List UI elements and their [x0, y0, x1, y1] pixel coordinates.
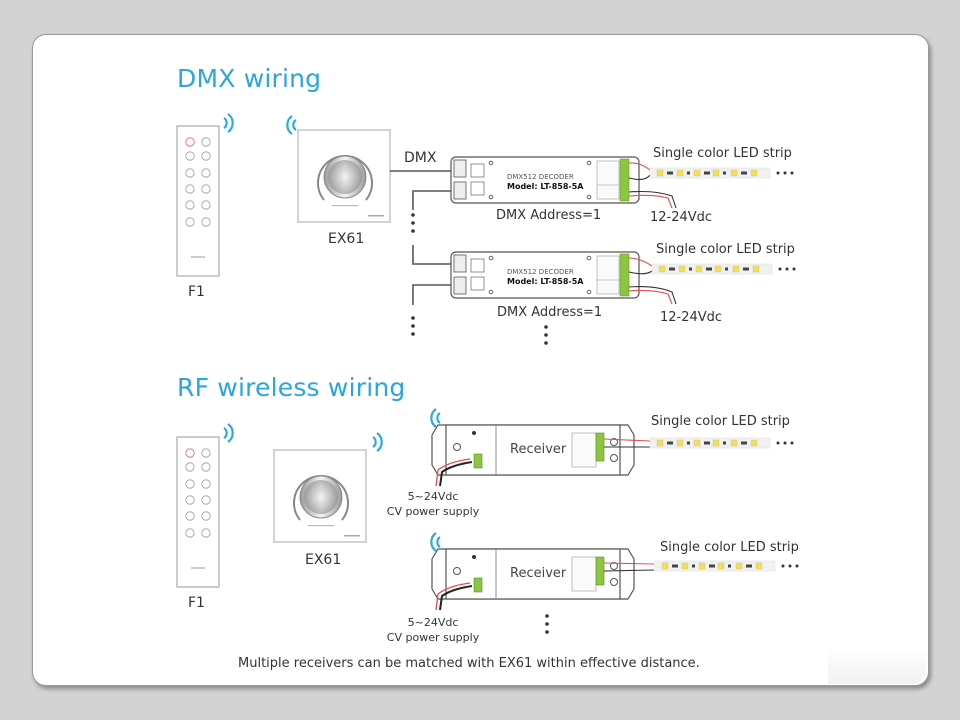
receiver-2-name: Receiver	[510, 566, 567, 581]
vertical-ellipsis-icon	[545, 614, 549, 634]
receiver-1-power-supply: CV power supply	[386, 505, 480, 518]
wireless-signal-icon	[430, 531, 442, 553]
receiver-2-power-voltage: 5~24Vdc	[407, 616, 459, 629]
receiver-1-output-wires	[603, 438, 651, 448]
f1-remote-rf	[176, 436, 220, 588]
f1-label-rf: F1	[188, 595, 205, 611]
strip-2-label: Single color LED strip	[656, 242, 795, 257]
receiver-2-power-supply: CV power supply	[386, 631, 480, 644]
decoder-2-address: DMX Address=1	[497, 305, 603, 320]
ex61-panel-dmx	[297, 129, 391, 223]
receiver-2-output-wires	[603, 562, 655, 572]
decoder-2-power: 12-24Vdc	[660, 310, 723, 325]
receiver-1-power-voltage: 5~24Vdc	[407, 490, 459, 503]
decoder-2-model: Model: LT-858-5A	[507, 277, 584, 286]
wireless-signal-icon	[286, 114, 298, 136]
decoder-2-output-wires	[628, 257, 677, 305]
decoder-1-output-wires	[628, 162, 677, 209]
wireless-signal-icon	[222, 422, 234, 444]
decoder-2-name: DMX512 DECODER	[507, 268, 574, 276]
receiver-1-power-wires	[435, 458, 473, 487]
ex61-label-dmx: EX61	[328, 231, 365, 247]
slide-corner-strip	[828, 648, 926, 684]
dmx-section-title: DMX wiring	[177, 64, 322, 93]
decoder-1-model: Model: LT-858-5A	[507, 182, 584, 191]
led-strip-1	[649, 167, 794, 179]
decoder-1-name: DMX512 DECODER	[507, 173, 574, 181]
dmx-bus-wires	[390, 170, 452, 305]
ex61-panel-rf	[273, 449, 367, 543]
strip-1-label: Single color LED strip	[653, 146, 792, 161]
receiver-1-name: Receiver	[510, 442, 567, 457]
decoder-1-power: 12-24Vdc	[650, 210, 713, 225]
wireless-signal-icon	[222, 112, 234, 134]
wireless-signal-icon	[430, 407, 442, 429]
rf-section-title: RF wireless wiring	[177, 373, 406, 402]
led-strip-3	[649, 437, 794, 449]
f1-label-dmx: F1	[188, 284, 205, 300]
vertical-ellipsis-icon	[544, 325, 548, 345]
footnote: Multiple receivers can be matched with E…	[238, 656, 700, 671]
strip-4-label: Single color LED strip	[660, 540, 799, 555]
wireless-signal-icon	[371, 431, 383, 453]
vertical-ellipsis-icon	[411, 213, 415, 233]
strip-3-label: Single color LED strip	[651, 414, 790, 429]
led-strip-2	[651, 263, 796, 275]
decoder-1-address: DMX Address=1	[496, 208, 602, 223]
led-strip-4	[654, 560, 799, 572]
dmx-bus-label: DMX	[404, 150, 437, 166]
receiver-2-power-wires	[435, 582, 473, 611]
f1-remote-dmx	[176, 125, 220, 277]
vertical-ellipsis-icon	[411, 316, 415, 336]
ex61-label-rf: EX61	[305, 552, 342, 568]
